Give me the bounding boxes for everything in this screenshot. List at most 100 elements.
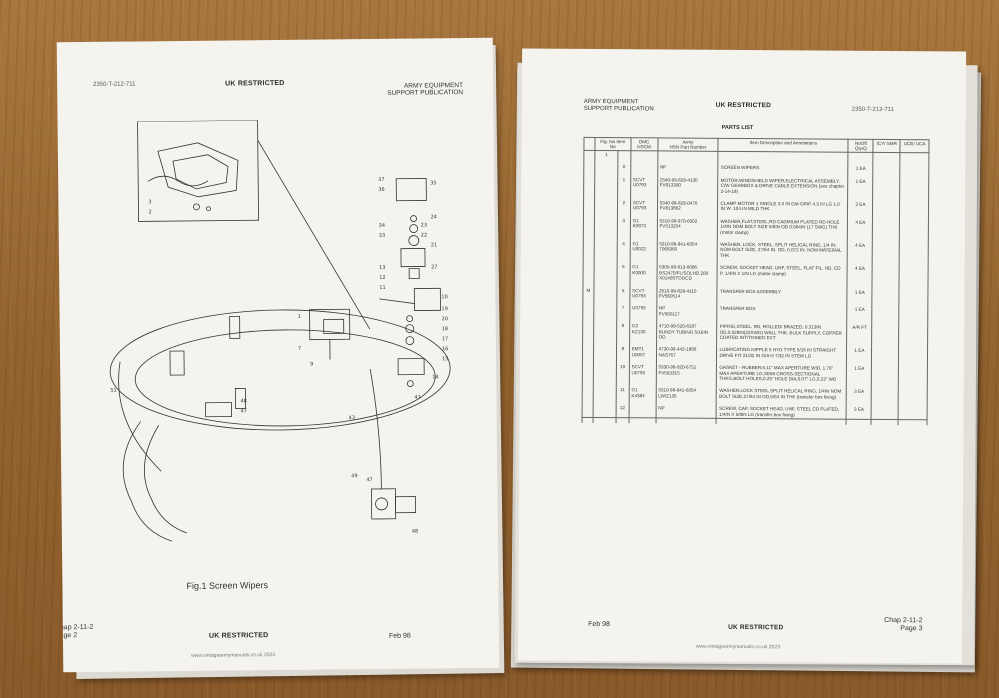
row-uce bbox=[898, 306, 928, 320]
row-uce bbox=[899, 288, 928, 302]
row-icy bbox=[871, 347, 899, 361]
row-fig-no bbox=[593, 345, 617, 359]
row-fig-no bbox=[594, 163, 618, 171]
svg-text:51: 51 bbox=[110, 388, 116, 394]
row-nsn-part-part: 7068360 bbox=[659, 246, 678, 253]
row-nsn-part: NP bbox=[655, 404, 717, 419]
parts-list-title: PARTS LIST bbox=[721, 124, 754, 132]
row-item-no: 5 bbox=[616, 286, 630, 300]
row-qty: 4 EA bbox=[847, 218, 873, 237]
svg-text:3: 3 bbox=[148, 199, 151, 205]
row-fig-no bbox=[593, 263, 617, 282]
row-fig-no bbox=[593, 386, 617, 400]
svg-text:47: 47 bbox=[241, 408, 247, 414]
row-qty: 1 EA bbox=[847, 306, 873, 320]
svg-text:14: 14 bbox=[432, 374, 438, 380]
marker-header bbox=[583, 137, 595, 151]
svg-text:35: 35 bbox=[430, 180, 436, 186]
svg-text:11: 11 bbox=[379, 285, 385, 291]
row-item-no: 4 bbox=[616, 240, 630, 259]
row-uce bbox=[898, 406, 928, 420]
svg-text:24: 24 bbox=[431, 214, 437, 220]
row-nsn-part-part: FV560117 bbox=[658, 311, 680, 317]
row-dmc-nscm-nscm: U0793 bbox=[632, 205, 647, 211]
row-marker bbox=[583, 150, 595, 159]
row-fig-no bbox=[594, 240, 618, 259]
row-item-no: 2 bbox=[617, 199, 631, 213]
row-fig-no bbox=[593, 322, 617, 341]
fig-no-header: Fig. No Item No bbox=[594, 137, 631, 151]
row-spacer bbox=[582, 417, 928, 426]
row-icy bbox=[871, 324, 899, 343]
row-marker: M bbox=[582, 286, 594, 300]
row-uce bbox=[899, 218, 929, 238]
svg-text:48: 48 bbox=[412, 529, 418, 535]
row-uce bbox=[899, 242, 929, 261]
row-dmc-nscm-nscm: U0793 bbox=[632, 182, 647, 188]
right-chapter: Chap 2-11-2 bbox=[884, 616, 923, 625]
right-url: www.vintagearmymanuals.co.uk 2023 bbox=[695, 643, 780, 651]
left-chapter: Chap 2-11-2 bbox=[56, 623, 94, 632]
row-description: TRANSFER BOX ASSEMBLY bbox=[717, 287, 848, 302]
row-description: TRANSFER BOX bbox=[717, 305, 848, 319]
row-nsn-part-part: FV813862 bbox=[659, 205, 681, 212]
svg-text:15: 15 bbox=[442, 356, 448, 362]
row-dmc-nscm-nscm: U0793 bbox=[632, 293, 646, 299]
left-date: Feb 98 bbox=[388, 632, 411, 640]
row-uce bbox=[899, 177, 929, 197]
row-dmc-nscm bbox=[628, 404, 656, 418]
row-icy bbox=[872, 288, 900, 302]
row-description: MOTOR,WINDSHIELD WIPER,ELECTRICAL ASSEMB… bbox=[718, 176, 849, 196]
left-doc-code: 2350-T-212-711 bbox=[93, 81, 136, 88]
row-qty: A/R FT bbox=[847, 323, 873, 343]
row-item-no: 0 bbox=[617, 163, 631, 172]
row-uce bbox=[898, 324, 928, 343]
left-page-number: Page 2 bbox=[56, 632, 78, 640]
row-nsn-part-part: FV813300 bbox=[659, 182, 681, 188]
svg-text:2: 2 bbox=[148, 209, 151, 215]
svg-text:20: 20 bbox=[442, 316, 448, 322]
right-page-number: Page 3 bbox=[900, 625, 923, 633]
row-dmc-nscm-nscm: U0007 bbox=[631, 351, 646, 358]
left-header-classification: UK RESTRICTED bbox=[225, 79, 285, 88]
row-marker bbox=[583, 175, 595, 194]
row-marker bbox=[582, 386, 594, 400]
row-qty: 3 EA bbox=[846, 405, 872, 420]
svg-text:37: 37 bbox=[378, 177, 384, 183]
row-qty: 1 EA bbox=[847, 288, 873, 302]
row-item-no: 9 bbox=[616, 345, 630, 359]
row-uce bbox=[899, 265, 929, 284]
row-nsn-part-part: FV513254 bbox=[659, 223, 681, 229]
row-fig-no bbox=[594, 216, 618, 236]
row-description: WASHER,FLAT,STEEL,RD CADMIUM PLATED RD H… bbox=[717, 217, 848, 237]
row-marker bbox=[583, 239, 595, 259]
svg-text:48: 48 bbox=[240, 398, 246, 404]
row-description: PIPING,STEEL, RD, ROLLED/ BRAZED, 0.313I… bbox=[717, 322, 848, 343]
row-icy bbox=[873, 152, 901, 161]
row-dmc-nscm-nscm: K0873 bbox=[632, 223, 646, 229]
row-marker bbox=[583, 198, 595, 212]
row-icy bbox=[872, 241, 900, 261]
svg-text:49: 49 bbox=[351, 473, 357, 479]
row-dmc-nscm: U0793 bbox=[629, 304, 657, 318]
row-description: WASHER, LOCK, STEEL, SPLIT HELICAL RING,… bbox=[717, 240, 848, 261]
